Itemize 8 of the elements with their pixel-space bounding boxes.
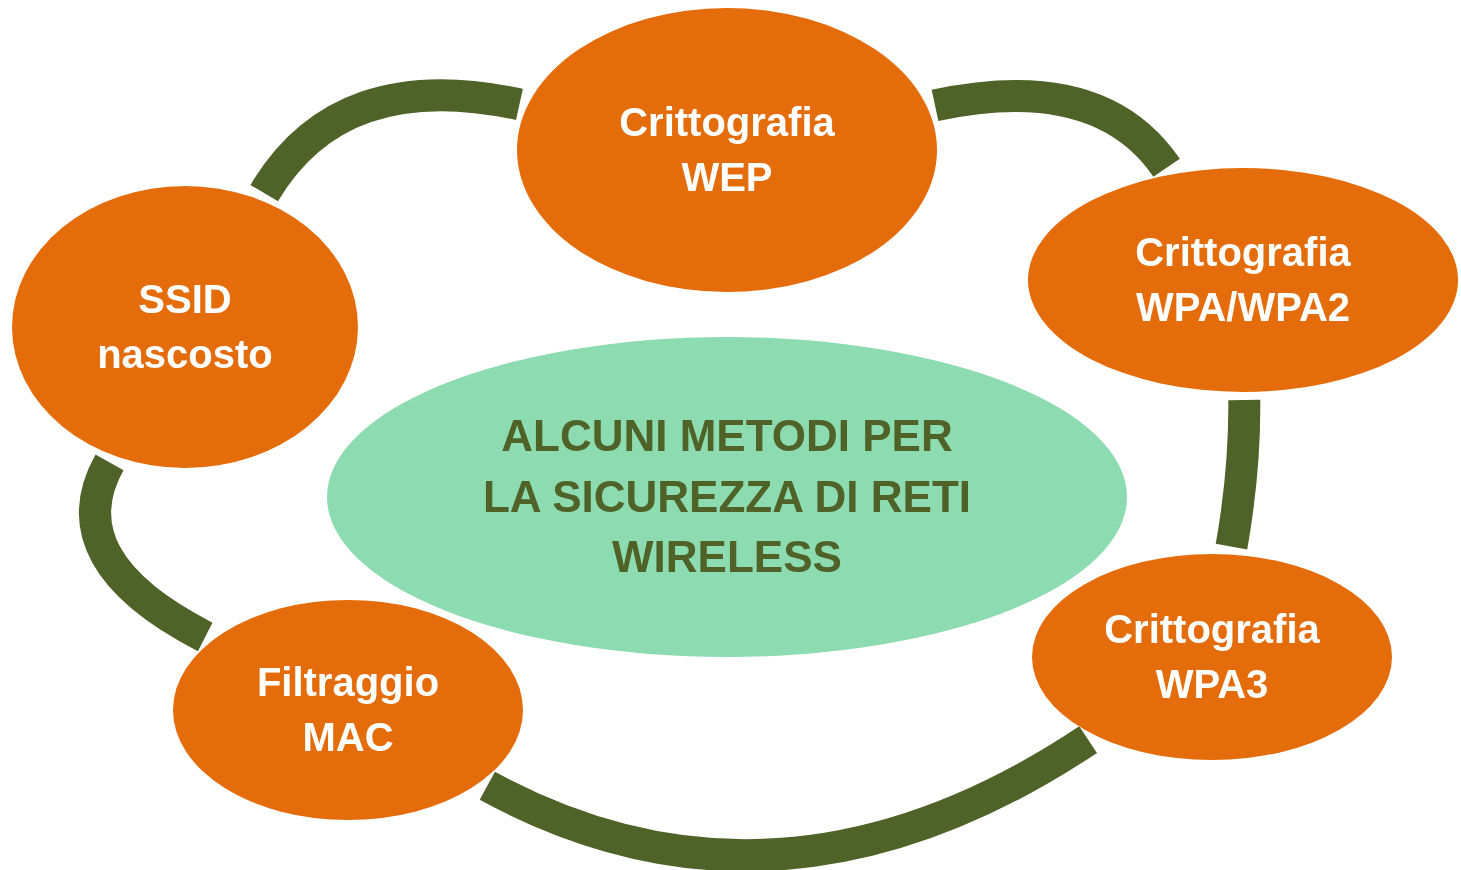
topic-label: Crittografia WPA/WPA2 <box>1134 228 1352 331</box>
connector-band <box>1215 399 1261 550</box>
topic-label: Crittografia WEP <box>618 98 836 201</box>
connector-band <box>480 726 1097 870</box>
topic-label: Filtraggio MAC <box>255 658 441 761</box>
topic-label: SSID nascosto <box>96 275 274 378</box>
topic-label: Crittografia WPA3 <box>1103 605 1321 708</box>
topic-label: ALCUNI METODI PER LA SICUREZZA DI RETI WIRELESS <box>482 409 972 584</box>
